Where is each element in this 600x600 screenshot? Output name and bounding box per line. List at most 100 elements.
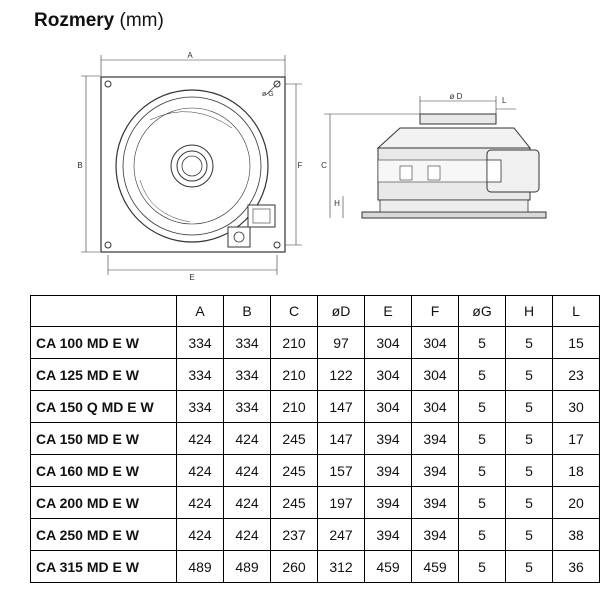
dim-label-c: C xyxy=(321,161,327,170)
value-cell: 304 xyxy=(364,358,412,391)
value-cell: 334 xyxy=(176,326,224,359)
dim-label-e: E xyxy=(189,273,194,282)
value-cell: 5 xyxy=(458,550,506,583)
col-header: F xyxy=(411,295,459,327)
value-cell: 5 xyxy=(505,358,553,391)
value-cell: 424 xyxy=(223,486,271,519)
col-header: øD xyxy=(317,295,365,327)
value-cell: 157 xyxy=(317,454,365,487)
value-cell: 247 xyxy=(317,518,365,551)
value-cell: 304 xyxy=(411,390,459,423)
col-header: øG xyxy=(458,295,506,327)
value-cell: 210 xyxy=(270,358,318,391)
model-name-cell: CA 315 MD E W xyxy=(30,550,177,583)
value-cell: 5 xyxy=(505,390,553,423)
value-cell: 394 xyxy=(411,518,459,551)
dim-label-g: ø G xyxy=(262,91,274,98)
value-cell: 197 xyxy=(317,486,365,519)
value-cell: 334 xyxy=(223,358,271,391)
value-cell: 245 xyxy=(270,454,318,487)
value-cell: 30 xyxy=(552,390,600,423)
value-cell: 424 xyxy=(176,486,224,519)
value-cell: 489 xyxy=(176,550,224,583)
value-cell: 245 xyxy=(270,486,318,519)
value-cell: 424 xyxy=(223,422,271,455)
value-cell: 334 xyxy=(223,326,271,359)
value-cell: 36 xyxy=(552,550,600,583)
dim-label-f: F xyxy=(298,161,303,170)
value-cell: 394 xyxy=(364,454,412,487)
value-cell: 97 xyxy=(317,326,365,359)
value-cell: 424 xyxy=(223,518,271,551)
value-cell: 394 xyxy=(411,422,459,455)
col-header: A xyxy=(176,295,224,327)
value-cell: 5 xyxy=(505,518,553,551)
value-cell: 18 xyxy=(552,454,600,487)
title-bold: Rozmery xyxy=(34,10,115,31)
value-cell: 5 xyxy=(458,454,506,487)
value-cell: 5 xyxy=(458,518,506,551)
value-cell: 5 xyxy=(458,326,506,359)
value-cell: 5 xyxy=(458,486,506,519)
value-cell: 210 xyxy=(270,390,318,423)
value-cell: 304 xyxy=(364,390,412,423)
value-cell: 5 xyxy=(505,422,553,455)
col-header: H xyxy=(505,295,553,327)
model-name-cell: CA 160 MD E W xyxy=(30,454,177,487)
value-cell: 304 xyxy=(411,326,459,359)
value-cell: 210 xyxy=(270,326,318,359)
value-cell: 424 xyxy=(176,422,224,455)
value-cell: 334 xyxy=(223,390,271,423)
value-cell: 394 xyxy=(364,422,412,455)
value-cell: 489 xyxy=(223,550,271,583)
value-cell: 245 xyxy=(270,422,318,455)
value-cell: 424 xyxy=(176,518,224,551)
model-name-cell: CA 125 MD E W xyxy=(30,358,177,391)
dim-label-a: A xyxy=(187,51,193,60)
value-cell: 334 xyxy=(176,358,224,391)
front-view: A B E F ø G xyxy=(77,51,302,282)
dim-label-h: H xyxy=(334,199,340,208)
table-header-row: A B C øD E F øG H L xyxy=(30,295,600,327)
value-cell: 312 xyxy=(317,550,365,583)
value-cell: 5 xyxy=(505,454,553,487)
col-header: E xyxy=(364,295,412,327)
model-name-cell: CA 150 MD E W xyxy=(30,422,177,455)
value-cell: 23 xyxy=(552,358,600,391)
value-cell: 394 xyxy=(411,454,459,487)
value-cell: 304 xyxy=(411,358,459,391)
value-cell: 394 xyxy=(364,518,412,551)
dim-label-b: B xyxy=(77,161,82,170)
value-cell: 459 xyxy=(364,550,412,583)
model-name-cell: CA 250 MD E W xyxy=(30,518,177,551)
model-name-cell: CA 150 Q MD E W xyxy=(30,390,177,423)
title-unit: (mm) xyxy=(119,10,164,31)
value-cell: 424 xyxy=(223,454,271,487)
model-name-cell: CA 200 MD E W xyxy=(30,486,177,519)
value-cell: 38 xyxy=(552,518,600,551)
value-cell: 147 xyxy=(317,390,365,423)
value-cell: 5 xyxy=(505,550,553,583)
value-cell: 20 xyxy=(552,486,600,519)
page-title: Rozmery (mm) xyxy=(34,10,164,32)
value-cell: 15 xyxy=(552,326,600,359)
value-cell: 5 xyxy=(458,422,506,455)
value-cell: 5 xyxy=(505,326,553,359)
value-cell: 5 xyxy=(505,486,553,519)
value-cell: 304 xyxy=(364,326,412,359)
value-cell: 5 xyxy=(458,390,506,423)
value-cell: 394 xyxy=(364,486,412,519)
value-cell: 147 xyxy=(317,422,365,455)
value-cell: 459 xyxy=(411,550,459,583)
side-view: ø D L C H xyxy=(321,92,547,219)
value-cell: 17 xyxy=(552,422,600,455)
dim-label-l: L xyxy=(502,96,507,105)
